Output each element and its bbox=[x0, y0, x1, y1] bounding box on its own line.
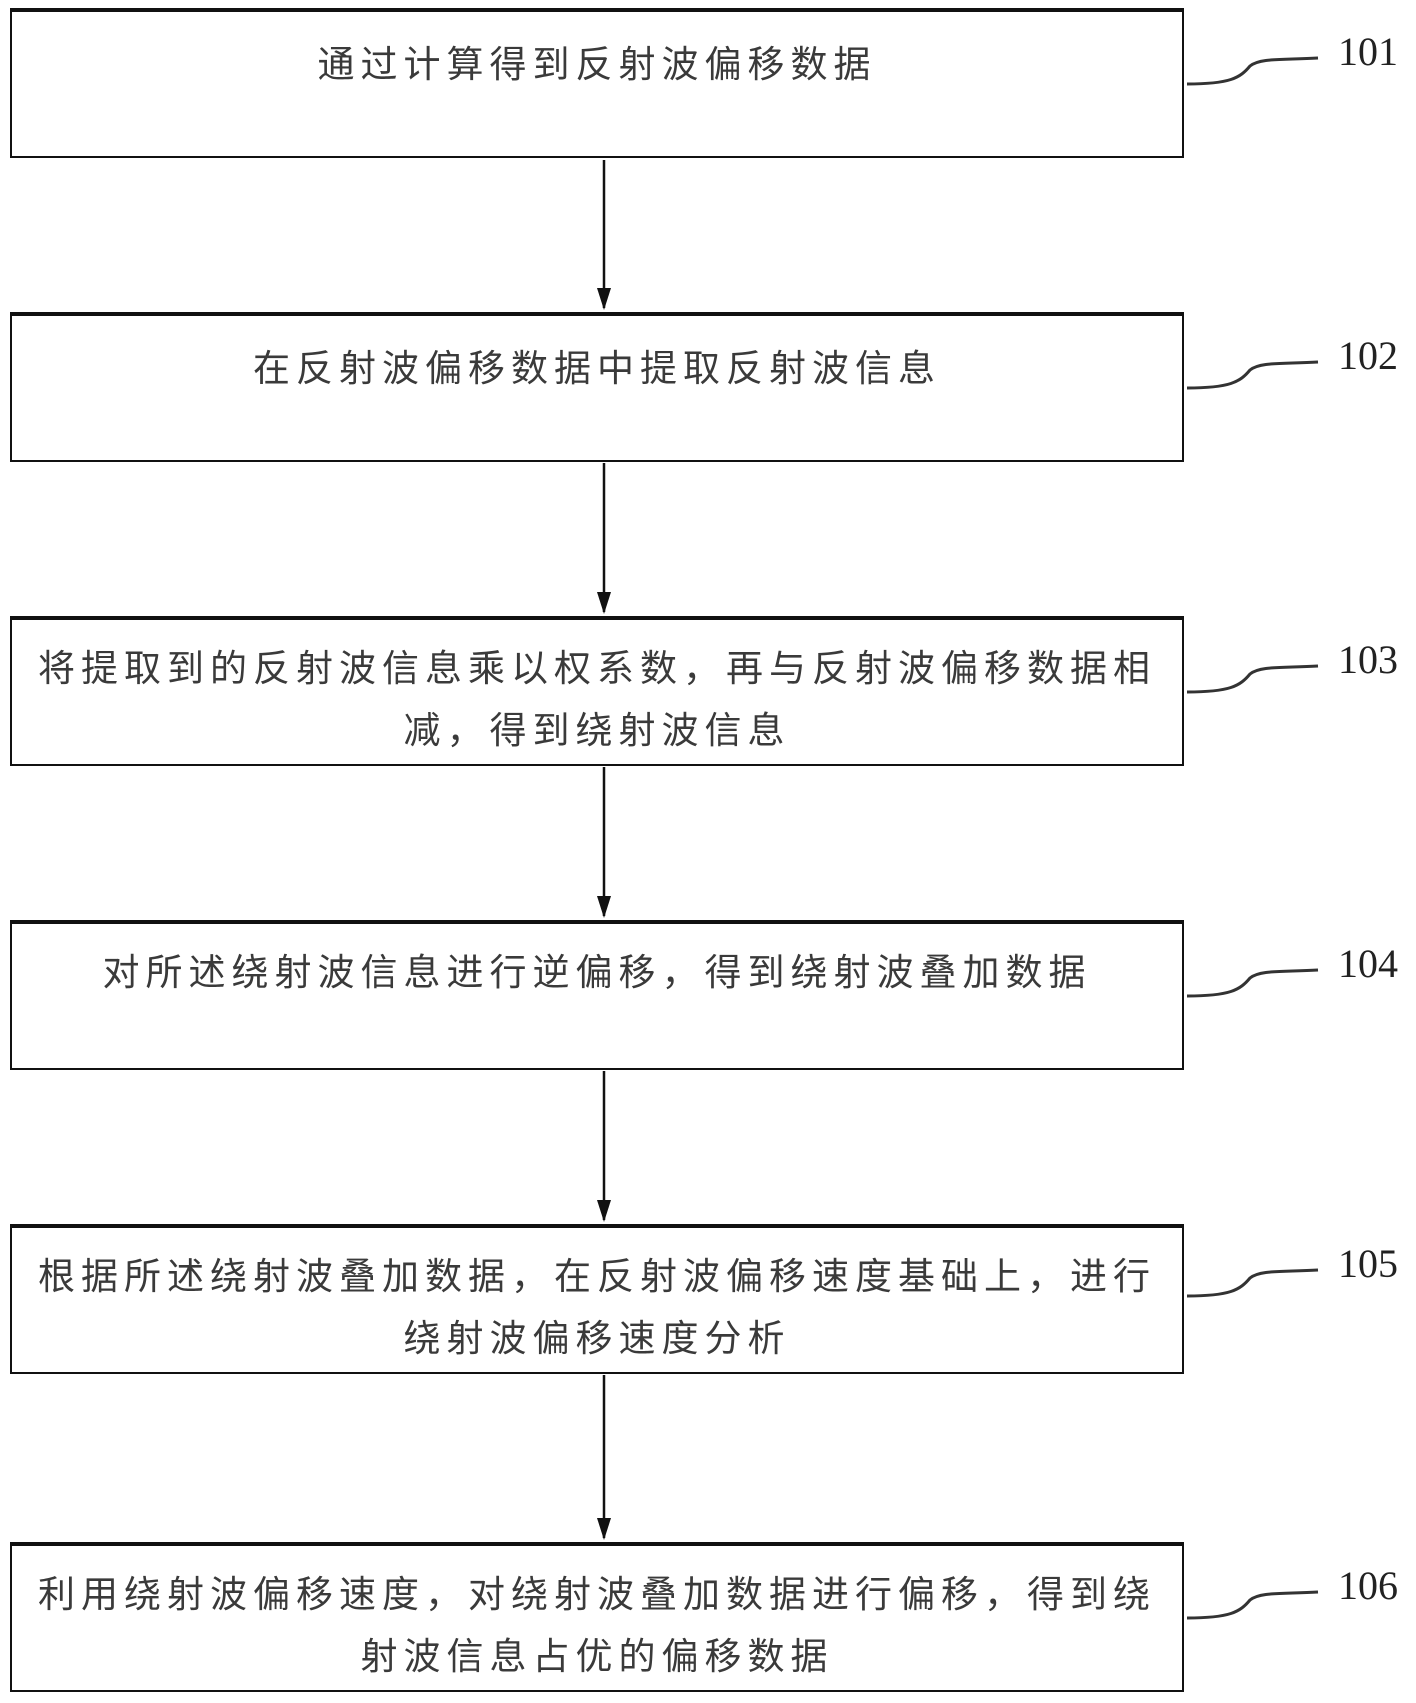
leader-line-104 bbox=[1186, 968, 1319, 998]
step-text-105: 根据所述绕射波叠加数据，在反射波偏移速度基础上，进行绕射波偏移速度分析 bbox=[38, 1255, 1156, 1360]
step-label-101: 101 bbox=[1338, 29, 1398, 74]
step-box-105: 根据所述绕射波叠加数据，在反射波偏移速度基础上，进行绕射波偏移速度分析 bbox=[10, 1224, 1184, 1374]
step-box-101: 通过计算得到反射波偏移数据 bbox=[10, 8, 1184, 158]
step-text-103: 将提取到的反射波信息乘以权系数，再与反射波偏移数据相减，得到绕射波信息 bbox=[38, 647, 1156, 752]
step-text-104: 对所述绕射波信息进行逆偏移，得到绕射波叠加数据 bbox=[102, 951, 1092, 994]
step-box-104: 对所述绕射波信息进行逆偏移，得到绕射波叠加数据 bbox=[10, 920, 1184, 1070]
leader-line-101 bbox=[1186, 56, 1319, 86]
leader-line-103 bbox=[1186, 664, 1319, 694]
leader-line-105 bbox=[1186, 1268, 1319, 1298]
step-label-104: 104 bbox=[1338, 941, 1398, 986]
step-box-103: 将提取到的反射波信息乘以权系数，再与反射波偏移数据相减，得到绕射波信息 bbox=[10, 616, 1184, 766]
step-text-106: 利用绕射波偏移速度，对绕射波叠加数据进行偏移，得到绕射波信息占优的偏移数据 bbox=[38, 1573, 1156, 1678]
flow-arrow-1-2 bbox=[597, 160, 611, 310]
leader-line-102 bbox=[1186, 360, 1319, 390]
step-label-102: 102 bbox=[1338, 333, 1398, 378]
leader-line-106 bbox=[1186, 1590, 1319, 1620]
step-box-102: 在反射波偏移数据中提取反射波信息 bbox=[10, 312, 1184, 462]
step-text-102: 在反射波偏移数据中提取反射波信息 bbox=[253, 347, 941, 390]
step-box-106: 利用绕射波偏移速度，对绕射波叠加数据进行偏移，得到绕射波信息占优的偏移数据 bbox=[10, 1542, 1184, 1692]
flow-arrow-4-5 bbox=[597, 1071, 611, 1222]
step-label-105: 105 bbox=[1338, 1241, 1398, 1286]
step-label-106: 106 bbox=[1338, 1563, 1398, 1608]
step-label-103: 103 bbox=[1338, 637, 1398, 682]
step-text-101: 通过计算得到反射波偏移数据 bbox=[317, 43, 877, 86]
flow-arrow-5-6 bbox=[597, 1375, 611, 1540]
flow-arrow-3-4 bbox=[597, 767, 611, 918]
flow-arrow-2-3 bbox=[597, 463, 611, 614]
